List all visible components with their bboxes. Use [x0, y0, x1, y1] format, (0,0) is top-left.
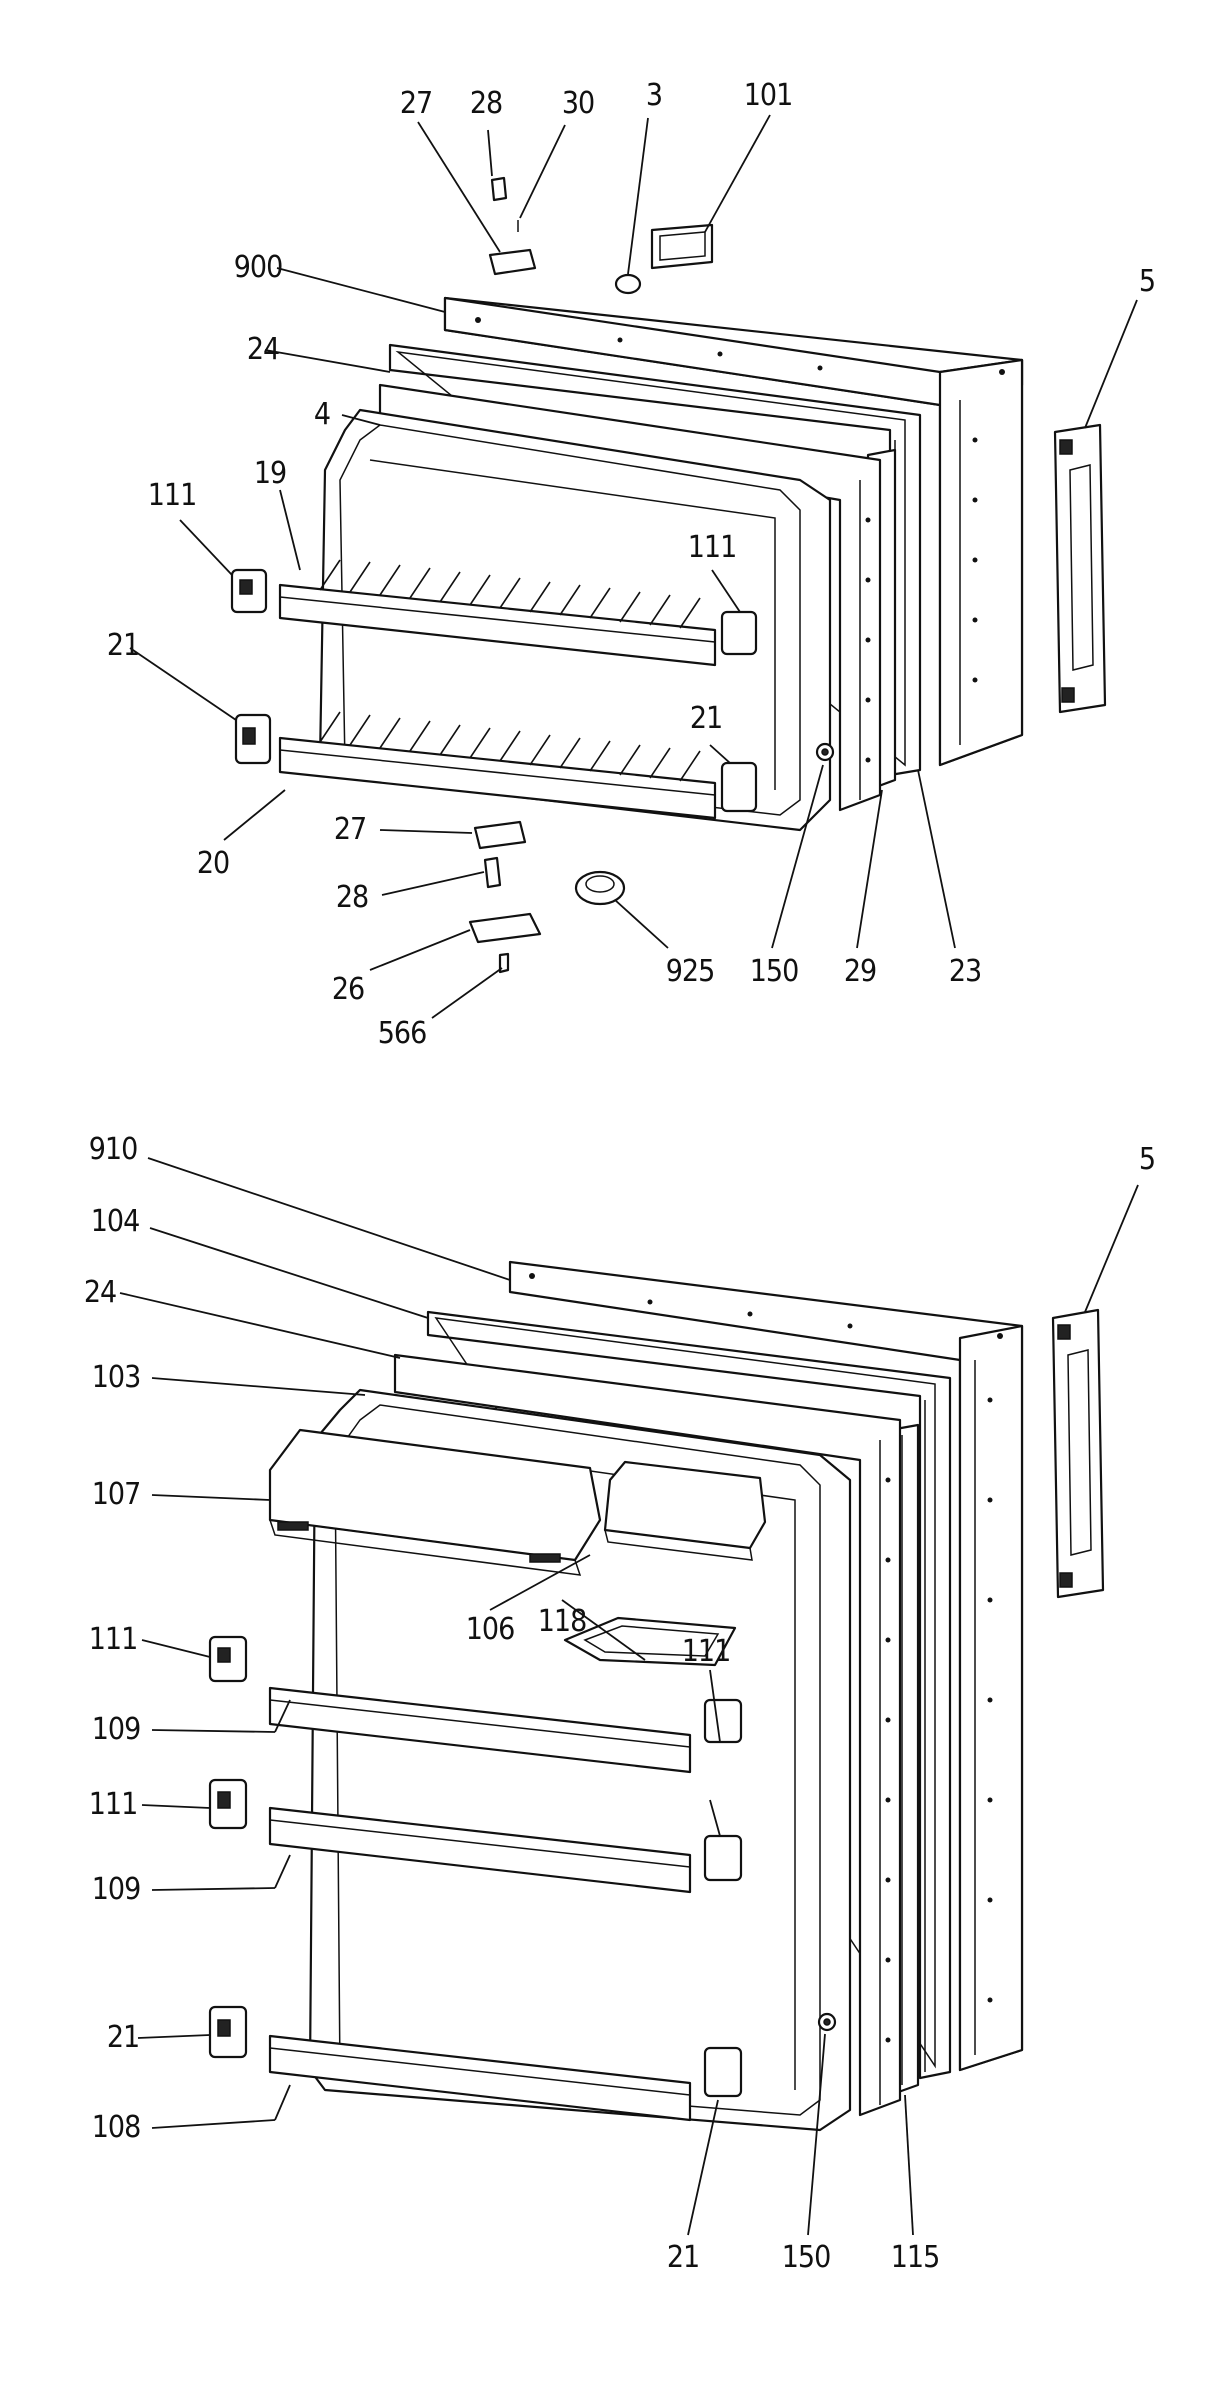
upper-panel-screw-holes [617, 337, 978, 683]
callout-label: 24 [83, 1275, 117, 1310]
callout-label: 111 [681, 1634, 732, 1669]
callout-label: 20 [196, 846, 230, 881]
callout-label: 910 [88, 1132, 139, 1167]
callout-label: 21 [106, 628, 140, 663]
upper-shelf-bottom [278, 711, 717, 820]
upper-door-handle [1053, 423, 1107, 714]
callout-label: 26 [331, 972, 365, 1007]
lower-shelf-2 [268, 1806, 692, 1894]
upper-top-hardware [488, 176, 714, 295]
callout-label: 111 [88, 1787, 139, 1822]
lower-outer-door-panel [508, 1260, 1024, 2072]
lower-flange-screw-holes [885, 1477, 891, 2043]
callout-label: 28 [335, 880, 369, 915]
lower-door-shelves [268, 1686, 692, 2122]
callout-label: 111 [88, 1622, 139, 1657]
lower-door-stop [817, 2012, 837, 2032]
callout-label: 30 [561, 86, 595, 121]
upper-flange-screw-holes [865, 517, 871, 763]
lower-shelf-supports [208, 1635, 743, 2098]
callout-label: 106 [465, 1612, 516, 1647]
lower-panel-screw-holes [647, 1299, 993, 2003]
callout-label: 29 [843, 954, 877, 989]
upper-shelf-top [278, 559, 717, 667]
callout-label: 19 [253, 456, 287, 491]
callout-label: 566 [377, 1016, 428, 1051]
callout-label: 3 [645, 78, 663, 113]
callout-label: 103 [91, 1360, 142, 1395]
callout-label: 111 [687, 530, 738, 565]
upper-hinge-hardware [468, 820, 626, 974]
lower-liner-flange [393, 1353, 902, 2117]
callout-label: 150 [781, 2240, 832, 2275]
callout-label: 21 [666, 2240, 700, 2275]
callout-label: 104 [90, 1204, 141, 1239]
upper-shelf-supports [230, 568, 758, 813]
callout-label: 4 [313, 397, 331, 432]
lower-shelf-1 [268, 1686, 692, 1774]
upper-door-assembly [129, 114, 1138, 1019]
lower-shelf-3 [268, 2034, 692, 2122]
upper-leader-lines [129, 114, 1138, 1019]
callout-label: 107 [91, 1477, 142, 1512]
callout-label: 21 [106, 2020, 140, 2055]
callout-label: 118 [537, 1604, 588, 1639]
callout-label: 5 [1138, 1142, 1156, 1177]
upper-outer-door-panel [443, 296, 1024, 767]
callout-label: 108 [91, 2110, 142, 2145]
callout-label: 925 [665, 954, 716, 989]
callout-label: 900 [233, 250, 284, 285]
callout-label: 109 [91, 1872, 142, 1907]
callout-label: 109 [91, 1712, 142, 1747]
lower-door-handle [1051, 1308, 1105, 1599]
callout-label: 101 [743, 78, 794, 113]
callout-label: 23 [948, 954, 982, 989]
callout-label: 111 [147, 478, 198, 513]
upper-door-stop [815, 742, 835, 762]
callout-label: 21 [689, 701, 723, 736]
callout-label: 5 [1138, 264, 1156, 299]
upper-door-shelves [278, 559, 717, 820]
callout-label: 150 [749, 954, 800, 989]
callout-label: 27 [333, 812, 367, 847]
callout-label: 28 [469, 86, 503, 121]
lower-dairy-compartment [268, 1428, 767, 1576]
lower-door-assembly [119, 1157, 1139, 2236]
lower-leader-lines [119, 1157, 1139, 2236]
callout-label: 115 [890, 2240, 941, 2275]
callout-label: 24 [246, 332, 280, 367]
callout-label: 27 [399, 86, 433, 121]
lower-butter-tray [563, 1616, 737, 1667]
